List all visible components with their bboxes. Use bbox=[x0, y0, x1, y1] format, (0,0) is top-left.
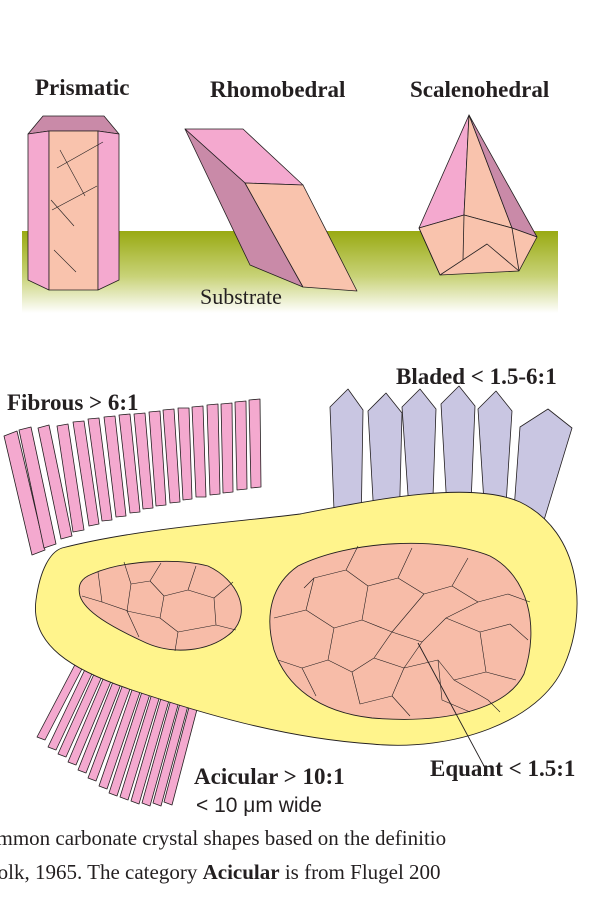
equant-leader-line bbox=[417, 642, 485, 767]
equant-pore-large bbox=[269, 542, 532, 720]
caption-text-prefix: Folk, 1965. The category bbox=[0, 860, 203, 884]
label-scalenohedral: Scalenohedral bbox=[410, 77, 550, 102]
label-rhombohedral: Rhomobedral bbox=[210, 77, 346, 102]
prismatic-crystal bbox=[27, 115, 120, 291]
caption-text-suffix: is from Flugel 200 bbox=[279, 860, 441, 884]
label-equant: Equant < 1.5:1 bbox=[430, 756, 576, 781]
rhombohedral-crystal bbox=[184, 128, 358, 292]
scalenohedral-crystal bbox=[418, 114, 538, 276]
fibrous-crystals bbox=[3, 398, 262, 556]
label-prismatic: Prismatic bbox=[35, 75, 130, 100]
label-substrate: Substrate bbox=[200, 284, 282, 309]
caption-acicular-term: Acicular bbox=[202, 860, 280, 884]
label-bladed: Bladed < 1.5-6:1 bbox=[396, 364, 557, 389]
label-acicular: Acicular > 10:1 bbox=[194, 764, 345, 789]
label-fibrous: Fibrous > 6:1 bbox=[7, 390, 139, 415]
figure-caption-line-1: ommon carbonate crystal shapes based on … bbox=[0, 826, 447, 850]
label-acicular-width: < 10 μm wide bbox=[196, 794, 322, 817]
equant-pore-small bbox=[78, 560, 242, 652]
figure-caption-line-2: Folk, 1965. The category Acicular is fro… bbox=[0, 860, 441, 885]
